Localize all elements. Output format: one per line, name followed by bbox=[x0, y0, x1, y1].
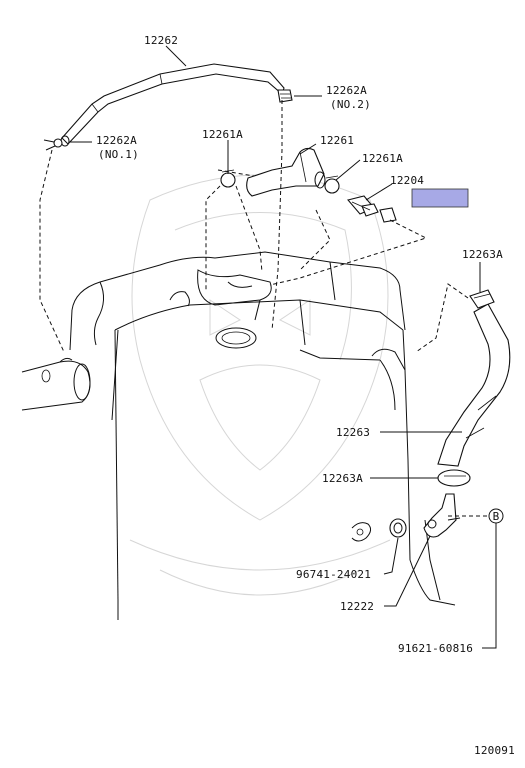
union-12222 bbox=[423, 493, 461, 538]
clamp-12262a-no1 bbox=[43, 138, 63, 151]
label-12263a-top: 12263A bbox=[462, 248, 503, 261]
label-12263a-mid: 12263A bbox=[322, 472, 363, 485]
label-12204: 12204 bbox=[390, 174, 424, 187]
label-91621: 91621-60816 bbox=[398, 642, 473, 655]
leader-lines bbox=[70, 45, 497, 649]
clamp-12261a-right bbox=[324, 175, 340, 194]
label-12261: 12261 bbox=[320, 134, 354, 147]
label-12261a-left: 12261A bbox=[202, 128, 243, 141]
bolt-marker: B bbox=[488, 508, 504, 524]
engine-block bbox=[69, 251, 456, 620]
clamp-12262a-no2 bbox=[277, 89, 293, 103]
dashed-routing bbox=[39, 100, 488, 517]
label-12222: 12222 bbox=[340, 600, 374, 613]
label-12261a-right: 12261A bbox=[362, 152, 403, 165]
clamp-12263a-top bbox=[469, 289, 495, 309]
hose-12262 bbox=[60, 63, 285, 147]
label-12262: 12262 bbox=[144, 34, 178, 47]
gasket-96741 bbox=[351, 518, 407, 542]
label-12263: 12263 bbox=[336, 426, 370, 439]
label-12262a-no1: 12262A bbox=[96, 134, 137, 147]
label-96741: 96741-24021 bbox=[296, 568, 371, 581]
grommet bbox=[379, 207, 397, 223]
clamp-12263a-mid bbox=[437, 469, 471, 487]
highlight-box bbox=[411, 188, 469, 208]
label-12262a-no2-sub: (NO.2) bbox=[330, 98, 371, 111]
label-12262a-no1-sub: (NO.1) bbox=[98, 148, 139, 161]
figure-number: 120091 bbox=[474, 744, 515, 757]
svg-text:B: B bbox=[493, 510, 500, 523]
callout-labels: 12262 12262A (NO.2) 12262A (NO.1) 12261A… bbox=[96, 34, 503, 655]
label-12262a-no2: 12262A bbox=[326, 84, 367, 97]
intake-pipe bbox=[21, 357, 91, 411]
hose-12261 bbox=[246, 147, 326, 197]
watermark-emblem bbox=[129, 174, 391, 596]
hose-12263 bbox=[437, 303, 511, 467]
pcv-valve-12204 bbox=[347, 195, 379, 217]
